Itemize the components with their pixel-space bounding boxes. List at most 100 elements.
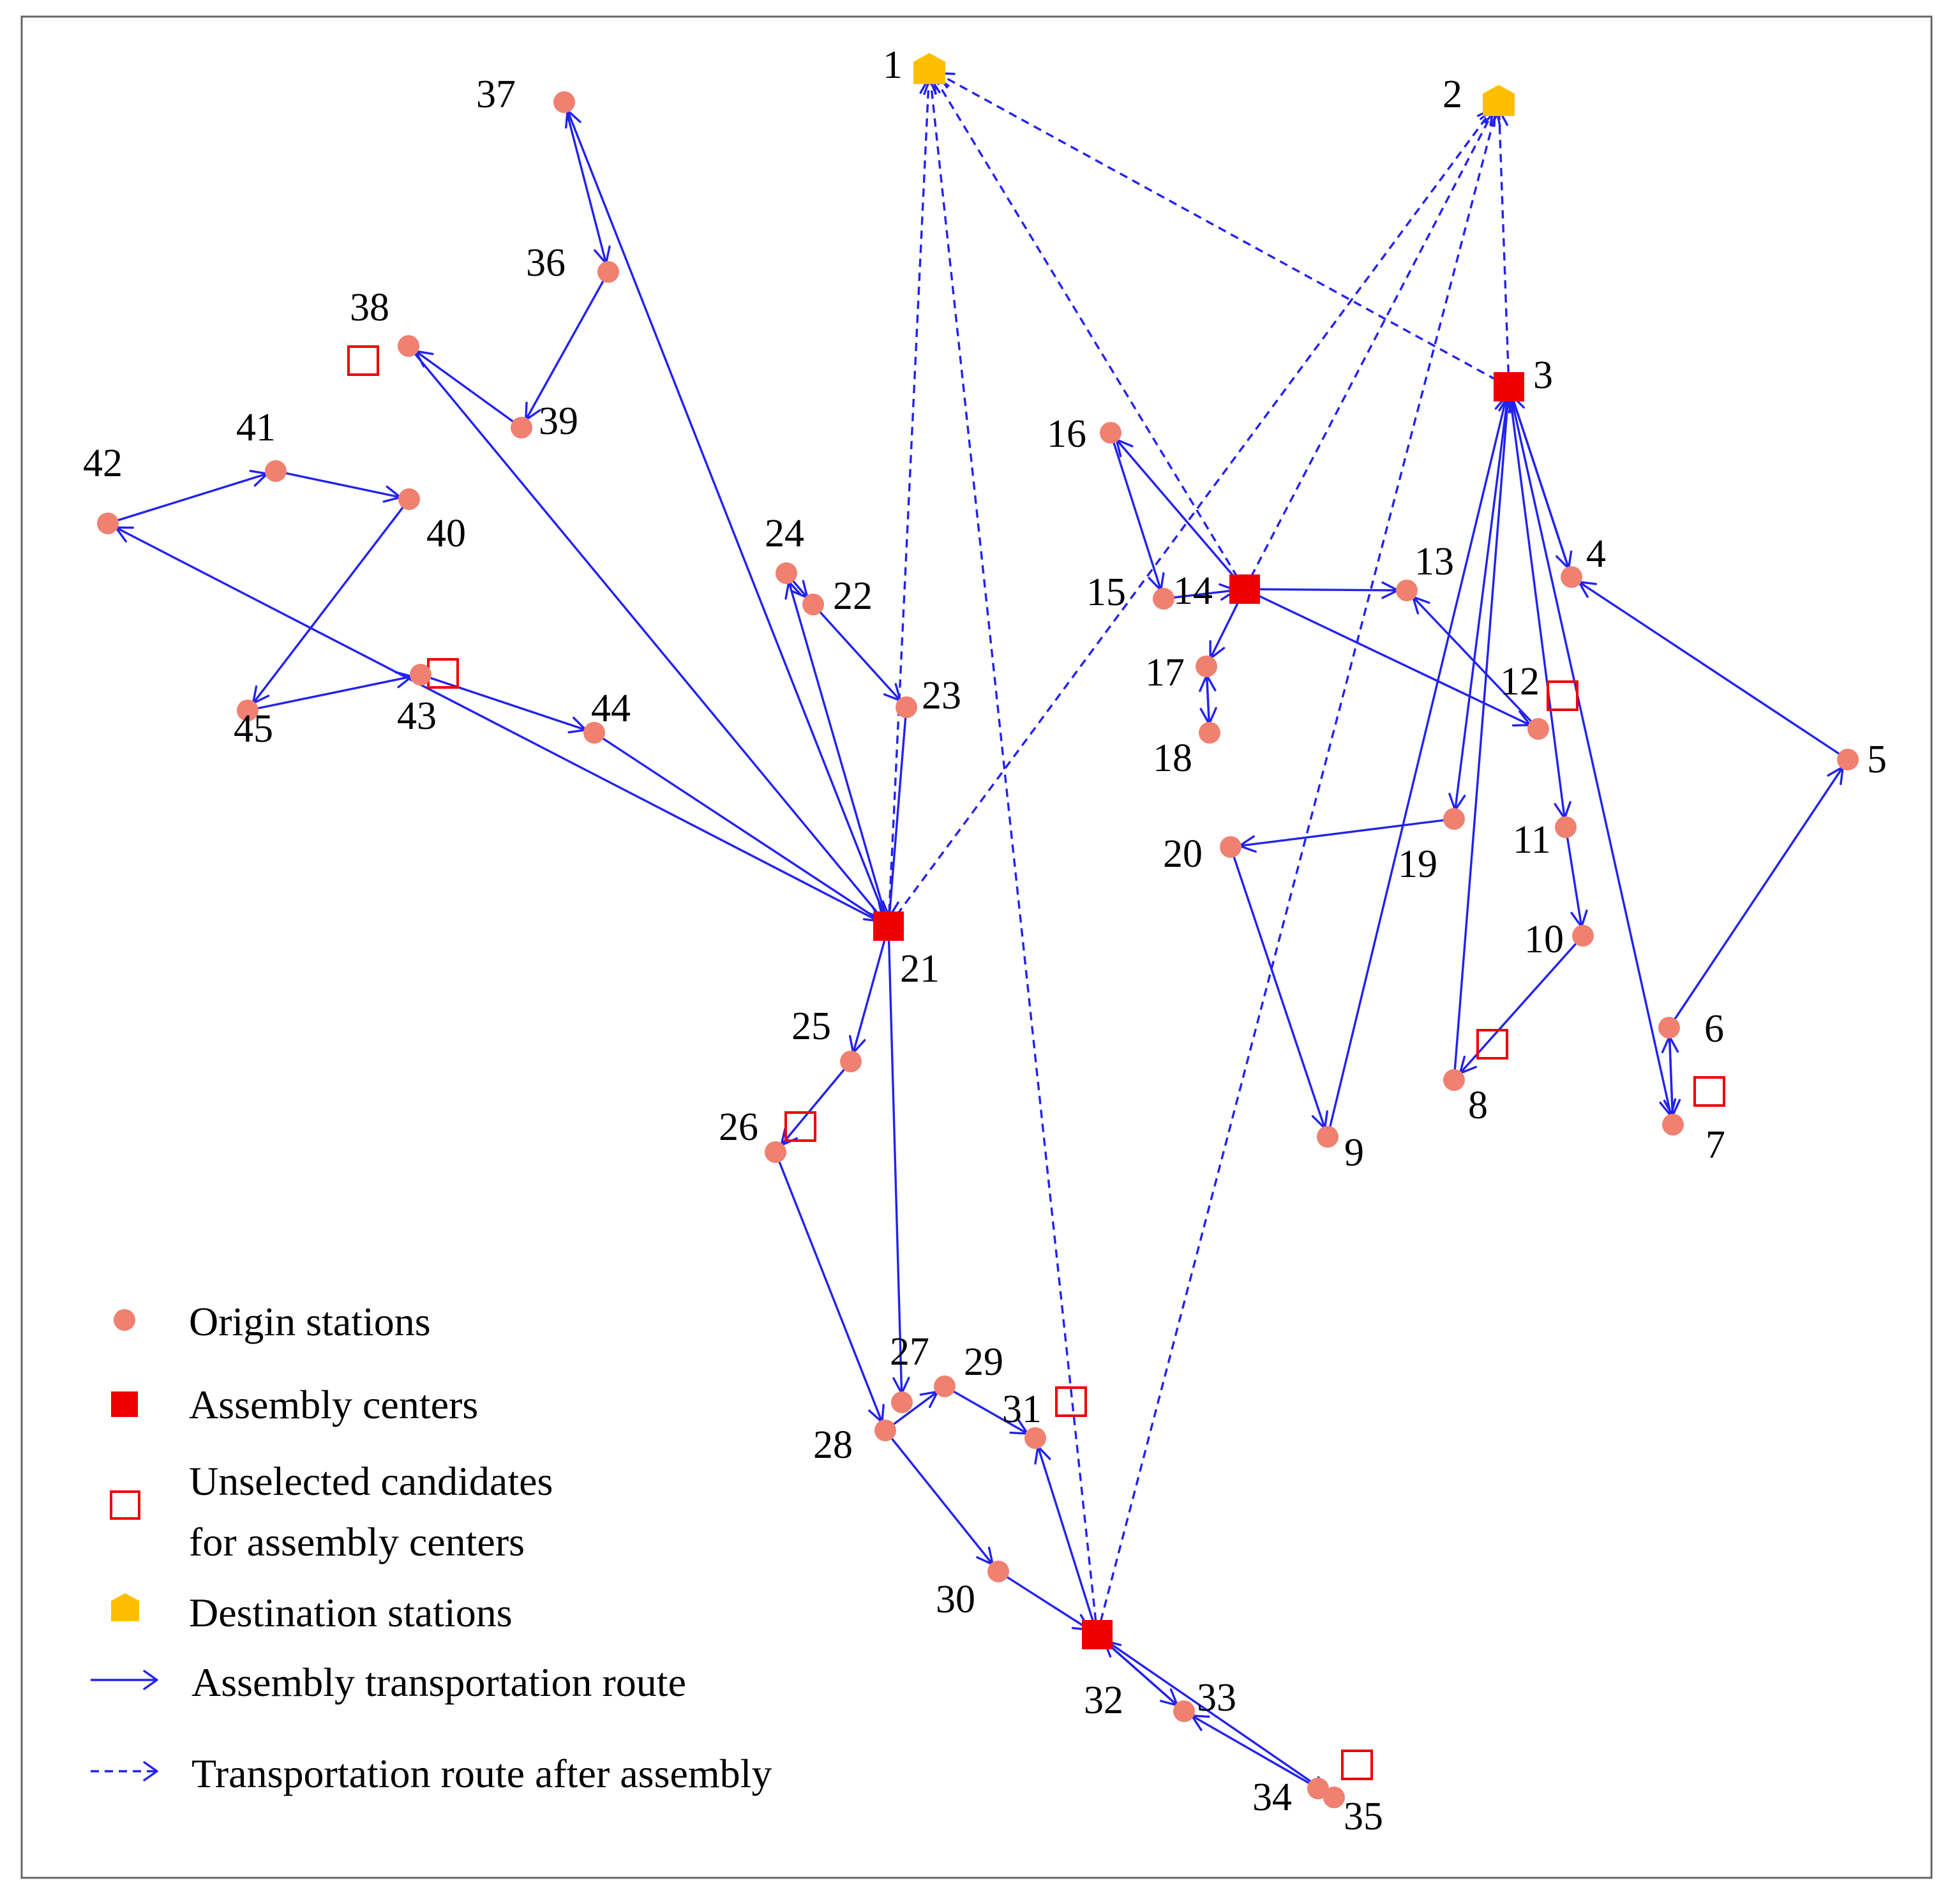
station-label-8: 8 [1468, 1084, 1488, 1127]
after-route-3-to-1-line [929, 68, 1510, 388]
station-label-39: 39 [539, 400, 578, 443]
origin-station-31 [1024, 1427, 1046, 1449]
legend-destination-label: Destination stations [189, 1590, 513, 1635]
station-label-29: 29 [964, 1340, 1003, 1384]
station-label-41: 41 [236, 406, 276, 449]
station-label-5: 5 [1867, 738, 1887, 781]
legend-destination-marker [111, 1593, 139, 1621]
after-route-32-to-2-line [1096, 100, 1500, 1635]
assembly-route-30-to-32-line [998, 1570, 1098, 1636]
origin-station-30 [987, 1561, 1009, 1582]
assembly-route-38-to-21-line [407, 345, 890, 927]
candidate-35 [1341, 1750, 1373, 1780]
station-label-22: 22 [833, 574, 873, 618]
station-label-44: 44 [591, 687, 631, 730]
legend-assembly-route-label: Assembly transportation route [191, 1660, 686, 1705]
legend-candidate-label-2: for assembly centers [189, 1519, 525, 1564]
assembly-route-16-to-15-line [1109, 432, 1165, 599]
origin-station-10 [1572, 925, 1594, 947]
origin-station-34 [1307, 1778, 1329, 1799]
assembly-route-45-to-43-line [247, 673, 421, 712]
origin-station-24 [776, 562, 797, 584]
assembly-route-43-to-44-line [420, 673, 595, 734]
assembly-route-42-to-41-line [107, 470, 276, 525]
origin-station-22 [802, 594, 824, 615]
assembly-center-14 [1229, 574, 1260, 604]
assembly-route-36-to-39-line [520, 271, 610, 428]
origin-station-4 [1561, 566, 1582, 588]
assembly-route-28-to-30-line [884, 1429, 1000, 1573]
assembly-route-21-to-42-line [107, 522, 889, 927]
station-label-43: 43 [397, 694, 437, 738]
stations [97, 53, 1859, 1808]
station-label-7: 7 [1706, 1123, 1725, 1167]
station-label-34: 34 [1252, 1776, 1292, 1819]
assembly-route-41-to-40-line [275, 470, 410, 500]
station-label-28: 28 [813, 1423, 853, 1467]
station-label-24: 24 [765, 512, 804, 555]
after-route-32-to-1-line [928, 68, 1098, 1635]
origin-station-36 [597, 261, 619, 283]
assembly-route-14-to-16-line [1109, 431, 1246, 590]
station-label-40: 40 [426, 512, 466, 555]
legend-origin-marker [114, 1309, 135, 1331]
origin-station-11 [1555, 816, 1577, 838]
assembly-route-25-to-26-line [774, 1060, 852, 1153]
origin-station-6 [1658, 1017, 1680, 1038]
station-label-25: 25 [791, 1005, 831, 1048]
assembly-route-14-to-13-line [1244, 588, 1407, 592]
station-label-10: 10 [1524, 918, 1564, 961]
station-label-37: 37 [476, 73, 516, 116]
assembly-center-21 [873, 911, 904, 941]
candidate-26 [784, 1111, 816, 1142]
station-label-38: 38 [350, 286, 389, 329]
origin-station-28 [874, 1420, 896, 1441]
candidate-8 [1476, 1029, 1508, 1060]
after-route-3-to-2-line [1497, 100, 1510, 387]
origin-station-20 [1220, 836, 1241, 858]
assembly-route-5-to-4-line [1571, 576, 1848, 761]
legend-assembly-marker [111, 1391, 138, 1417]
origin-station-39 [511, 417, 532, 439]
station-label-33: 33 [1197, 1676, 1236, 1720]
assembly-route-22-to-23-line [812, 603, 908, 708]
candidate-12 [1547, 680, 1578, 711]
assembly-route-21-to-25-line [850, 926, 890, 1062]
origin-station-12 [1527, 718, 1549, 740]
station-label-20: 20 [1163, 832, 1203, 876]
assembly-route-23-to-21-line [887, 707, 908, 927]
assembly-route-29-to-31-line [944, 1385, 1036, 1439]
origin-station-33 [1173, 1700, 1195, 1722]
assembly-route-9-to-3-line [1326, 386, 1510, 1137]
candidate-31 [1055, 1386, 1087, 1417]
origin-station-18 [1199, 722, 1220, 744]
legend-after-route-label: Transportation route after assembly [191, 1751, 772, 1796]
origin-station-16 [1100, 422, 1121, 444]
assembly-route-40-to-45-line [246, 498, 410, 712]
origin-station-40 [398, 488, 420, 510]
origin-station-13 [1396, 580, 1418, 601]
assembly-route-21-to-37-line [563, 101, 890, 927]
origin-station-23 [896, 696, 917, 718]
origin-station-7 [1662, 1114, 1684, 1136]
station-label-18: 18 [1153, 737, 1192, 780]
assembly-route-3-to-19-line [1453, 386, 1510, 820]
assembly-route-3-to-7-line [1508, 386, 1674, 1125]
origin-station-26 [765, 1141, 786, 1163]
origin-station-38 [398, 335, 419, 357]
station-label-4: 4 [1586, 532, 1606, 576]
station-label-6: 6 [1704, 1007, 1724, 1051]
station-label-21: 21 [900, 947, 940, 991]
assembly-route-44-to-21-line [594, 731, 889, 927]
station-label-27: 27 [890, 1330, 929, 1374]
origin-station-15 [1153, 588, 1174, 610]
station-label-2: 2 [1443, 73, 1462, 116]
station-label-14: 14 [1173, 569, 1213, 613]
assembly-route-39-to-38-line [408, 345, 522, 429]
assembly-route-10-to-8-line [1453, 934, 1584, 1081]
assembly-route-19-to-20-line [1230, 818, 1455, 848]
assembly-route-6-to-5-line [1668, 759, 1849, 1028]
origin-station-8 [1443, 1069, 1465, 1091]
candidate-7 [1693, 1076, 1725, 1107]
